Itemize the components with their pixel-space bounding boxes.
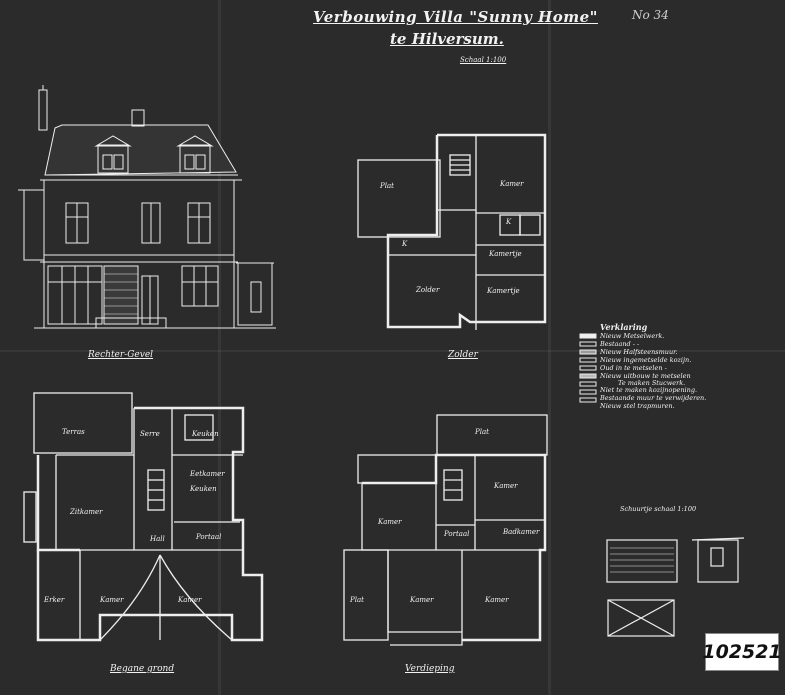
room-label: Kamer — [378, 518, 402, 526]
room-label: Serre — [140, 430, 160, 438]
first-caption: Verdieping — [405, 664, 455, 674]
room-label: Erker — [44, 596, 65, 604]
room-label: Plat — [380, 182, 394, 190]
room-label: Plat — [350, 596, 364, 604]
room-label: Zolder — [416, 286, 440, 294]
drawing-subtitle: te Hilversum. — [390, 30, 504, 48]
room-label: Hall — [150, 535, 165, 543]
fold-line — [548, 0, 551, 695]
legend-item: Niet te maken kozijnopening. — [600, 386, 698, 394]
shed-caption: Schuurtje schaal 1:100 — [620, 505, 697, 513]
sheet-number: No 34 — [632, 8, 669, 22]
legend-item: Bestaand - - — [600, 340, 640, 348]
drawing-title: Verbouwing Villa "Sunny Home" — [313, 8, 598, 26]
room-label: K — [402, 240, 408, 248]
legend-item: Te maken Stucwerk. — [618, 379, 686, 387]
legend-item: Nieuw Halfsteensmuur. — [600, 348, 678, 356]
drawing-scale: Schaal 1:100 — [460, 56, 507, 64]
room-label: Keuken — [192, 430, 219, 438]
elevation-drawing — [18, 85, 276, 329]
legend-heading: Verklaring — [600, 322, 648, 332]
fold-line — [0, 350, 785, 352]
legend-item: Bestaande muur te verwijderen. — [600, 394, 707, 402]
room-label: Plat — [475, 428, 489, 436]
archive-stamp: 102521 — [702, 633, 782, 671]
legend-item: Nieuw stel trapmuren. — [600, 402, 675, 410]
room-label: Portaal — [444, 530, 470, 538]
attic-caption: Zolder — [448, 350, 478, 360]
legend-swatches — [579, 333, 597, 403]
room-label: Eetkamer — [190, 470, 225, 478]
fold-line — [218, 0, 221, 695]
room-label: Zitkamer — [70, 508, 103, 516]
room-label: Kamer — [100, 596, 124, 604]
room-label: Kamertje — [487, 287, 520, 295]
legend-item: Oud in te metselen - — [600, 364, 667, 372]
room-label: Portaal — [196, 533, 222, 541]
room-label: Kamer — [500, 180, 524, 188]
legend-item: Nieuw Metselwerk. — [600, 332, 665, 340]
legend-item: Nieuw uitbouw te metselen — [600, 372, 691, 380]
ground-caption: Begane grond — [110, 664, 175, 674]
room-label: Kamer — [410, 596, 434, 604]
legend-item: Nieuw ingemetselde kozijn. — [600, 356, 692, 364]
attic-plan — [357, 133, 547, 330]
room-label: Kamer — [178, 596, 202, 604]
elevation-caption: Rechter-Gevel — [88, 350, 154, 360]
ground-floor-plan — [23, 392, 264, 642]
room-label: Kamer — [485, 596, 509, 604]
stamp-number: 102521 — [702, 641, 782, 663]
room-label: Badkamer — [503, 528, 540, 536]
room-label: Kamer — [494, 482, 518, 490]
room-label: Keuken — [190, 485, 217, 493]
room-label: K — [506, 218, 512, 226]
first-floor-plan — [343, 414, 548, 646]
shed-drawings — [606, 537, 745, 637]
room-label: Terras — [62, 428, 85, 436]
room-label: Kamertje — [489, 250, 522, 258]
